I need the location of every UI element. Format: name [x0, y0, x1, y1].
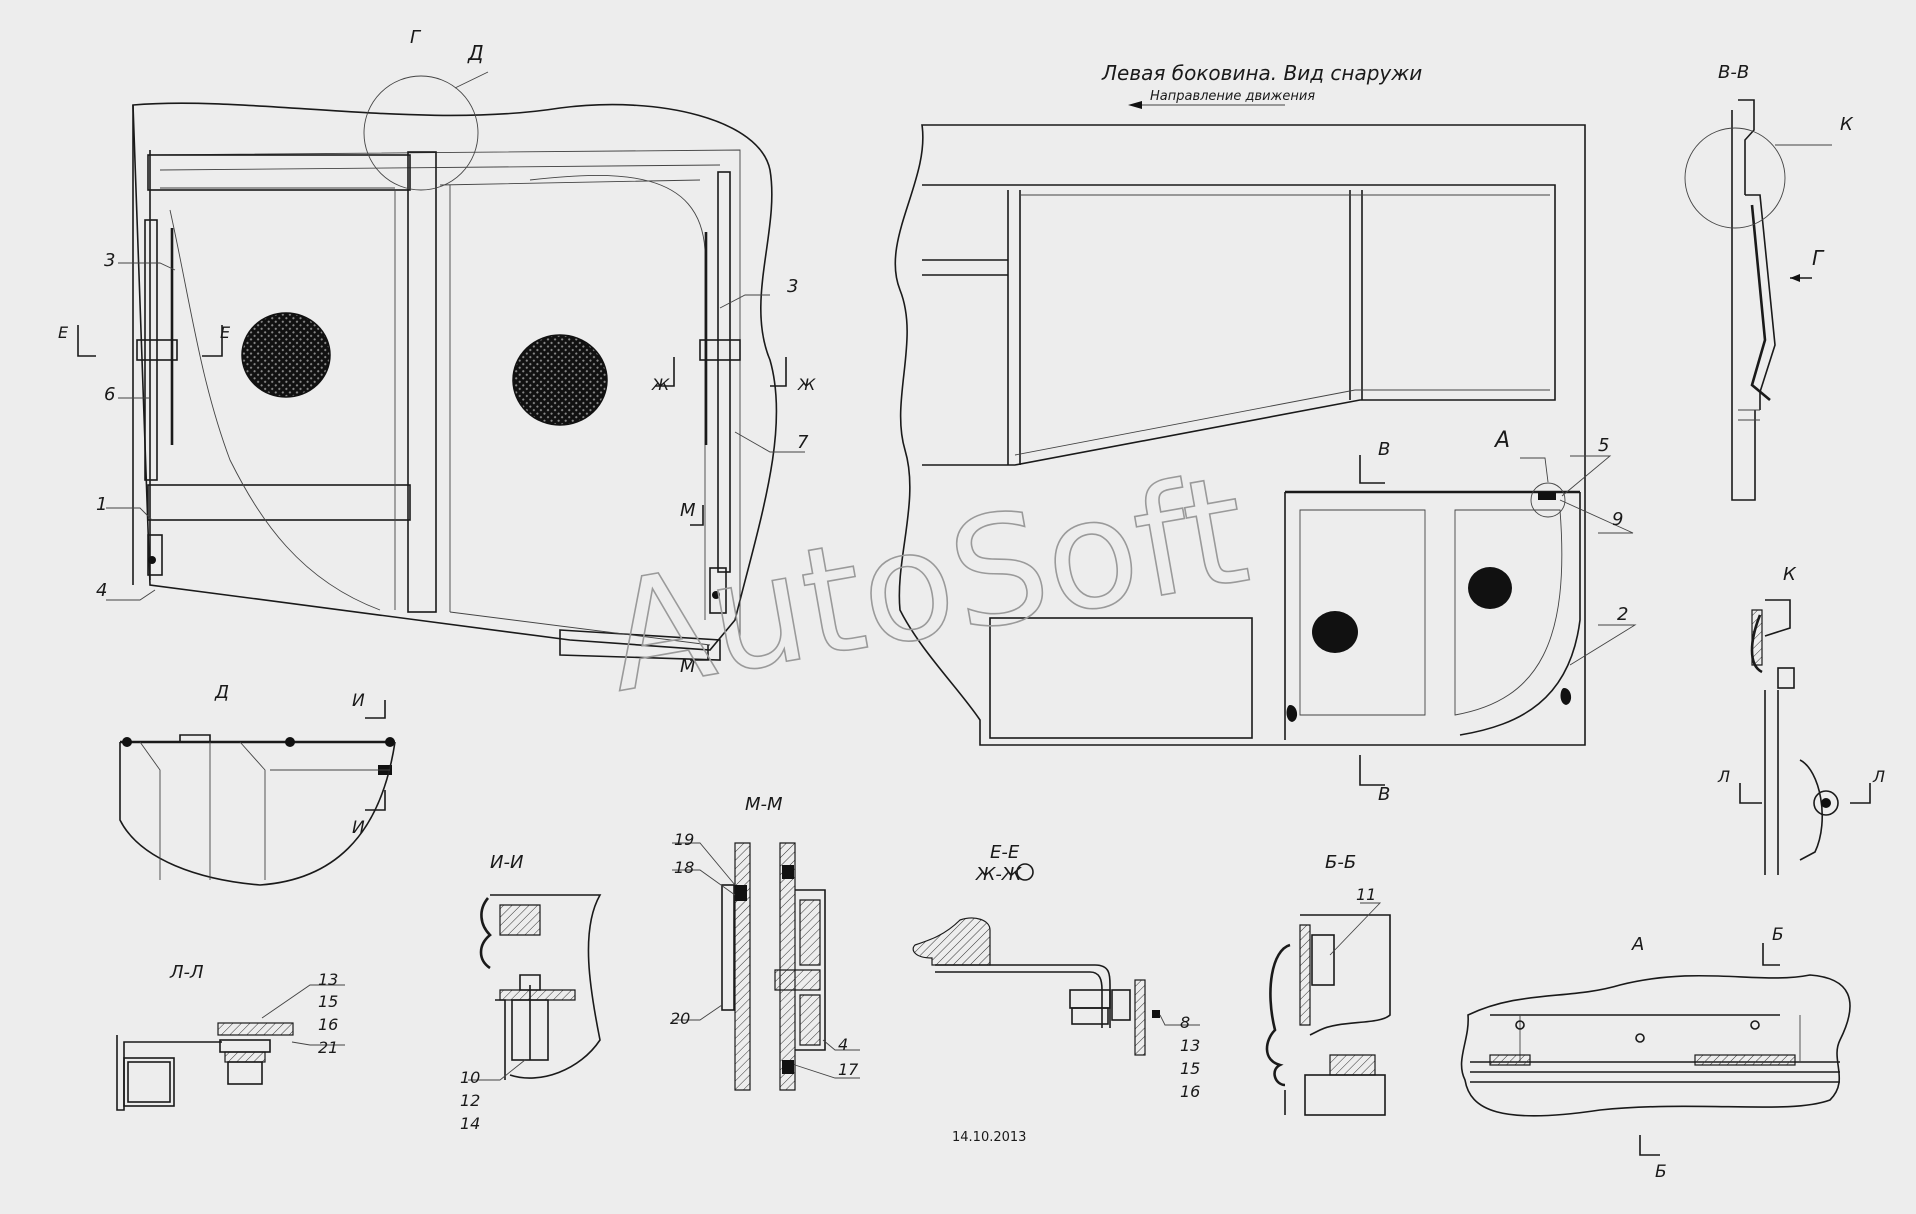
side-view-right [894, 101, 1637, 786]
watermark: AutoSoft [594, 443, 1259, 726]
callout-3-right: 3 [787, 276, 798, 297]
label-ee-view: Е-Е [990, 842, 1020, 863]
label-i-bottom: И [352, 818, 365, 838]
section-ee [912, 863, 1200, 1056]
callout-13-ll: 13 [318, 970, 338, 989]
callout-6: 6 [104, 384, 115, 405]
callout-19: 19 [674, 830, 694, 849]
callout-8: 8 [1180, 1013, 1190, 1032]
callout-7: 7 [797, 432, 809, 453]
callout-16-ll: 16 [318, 1015, 338, 1034]
label-k-callout: К [1840, 114, 1854, 135]
label-k-view: К [1783, 564, 1797, 585]
label-m-top: М [680, 500, 696, 521]
section-vv [1684, 99, 1832, 501]
label-d-view: Д [214, 682, 229, 703]
section-ii [468, 894, 602, 1081]
label-v-top: В [1378, 439, 1390, 460]
callout-21: 21 [318, 1038, 338, 1057]
callout-4-mm: 4 [838, 1035, 848, 1054]
label-m-bottom: М [680, 656, 696, 677]
label-d-top: Д [467, 41, 484, 65]
callout-17: 17 [838, 1060, 859, 1079]
callout-1: 1 [96, 494, 107, 515]
callout-4-left: 4 [96, 580, 107, 601]
label-e-right: Е [220, 323, 231, 342]
callout-5: 5 [1598, 435, 1609, 456]
drawing-date: 14.10.2013 [952, 1130, 1026, 1145]
callout-2: 2 [1617, 604, 1628, 625]
callout-9: 9 [1612, 509, 1623, 530]
label-b-top: Б [1772, 925, 1784, 945]
callout-3-left: 3 [104, 250, 115, 271]
label-zh-right: Ж [797, 375, 816, 394]
label-g-arrow: Г [1812, 246, 1825, 270]
callout-20: 20 [670, 1009, 690, 1028]
callout-13-ee: 13 [1180, 1036, 1200, 1055]
label-l-left: Л [1717, 767, 1730, 786]
label-ii-view: И-И [490, 852, 523, 873]
callout-15-ee: 15 [1180, 1059, 1200, 1078]
direction-note: Направление движения [1150, 89, 1315, 104]
callout-18: 18 [674, 858, 694, 877]
callout-15-ll: 15 [318, 992, 338, 1011]
callout-14: 14 [460, 1114, 480, 1133]
callout-12: 12 [460, 1091, 480, 1110]
label-e-left: Е [58, 323, 69, 342]
section-ll [116, 984, 345, 1111]
detail-a [1460, 943, 1851, 1156]
section-bb [1265, 902, 1391, 1116]
label-a-view: А [1631, 934, 1644, 955]
label-l-right: Л [1872, 767, 1885, 786]
detail-k [1739, 599, 1871, 875]
label-ll-view: Л-Л [169, 962, 204, 983]
label-b-bottom: Б [1655, 1162, 1667, 1182]
door-view-left [77, 71, 805, 661]
drawing-title: Левая боковина. Вид снаружи [1101, 61, 1422, 85]
detail-d [119, 700, 396, 886]
section-mm [672, 842, 860, 1091]
label-mm-view: М-М [745, 794, 783, 815]
callout-10: 10 [460, 1068, 480, 1087]
label-v-bottom: В [1378, 784, 1390, 805]
callout-16-ee: 16 [1180, 1082, 1200, 1101]
callout-11: 11 [1356, 885, 1376, 904]
label-bb-view: Б-Б [1325, 852, 1356, 873]
label-a-callout: А [1493, 428, 1510, 453]
label-g-top: Г [410, 27, 422, 48]
label-zh-left: Ж [651, 375, 670, 394]
label-zhzh-view: Ж-Ж [975, 864, 1022, 885]
label-i-top: И [352, 691, 365, 711]
label-vv: В-В [1718, 62, 1749, 83]
